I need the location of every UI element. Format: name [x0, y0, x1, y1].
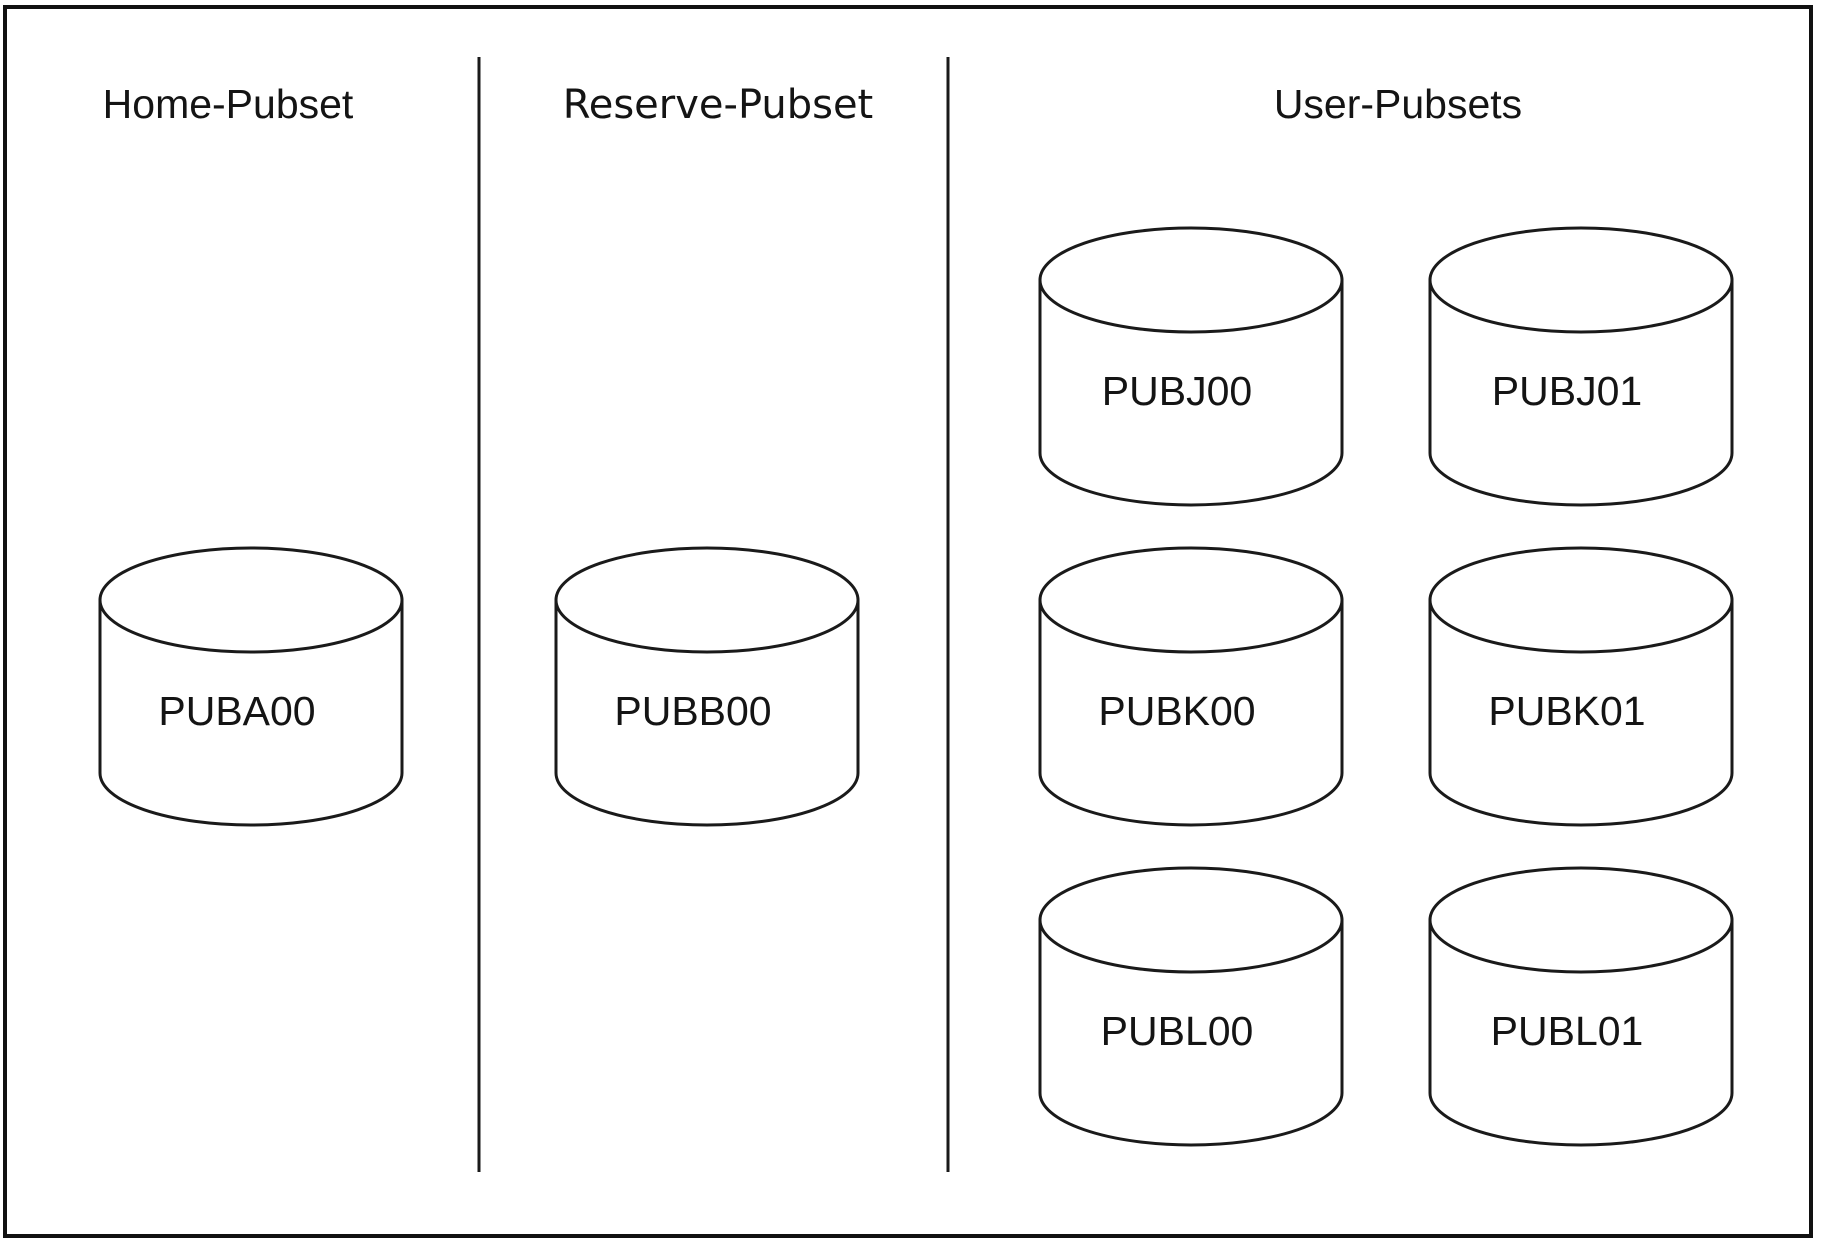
disk-body: [98, 598, 404, 827]
disk-pubk00: PUBK00: [1038, 546, 1344, 827]
disk-label: PUBJ00: [1102, 368, 1252, 414]
disk-pubj00: PUBJ00: [1038, 226, 1344, 507]
disk-label: PUBJ01: [1492, 368, 1642, 414]
disk-top: [1038, 226, 1344, 334]
disk-pubb00: PUBB00: [554, 546, 860, 827]
disk-top: [1428, 226, 1734, 334]
disk-label: PUBK00: [1098, 688, 1255, 734]
disk-body: [1038, 598, 1344, 827]
disk-body: [1038, 918, 1344, 1147]
disk-label: PUBL01: [1491, 1008, 1644, 1054]
heading-user-pubsets: User-Pubsets: [1274, 81, 1522, 127]
disk-top: [1038, 866, 1344, 974]
disk-label: PUBA00: [158, 688, 315, 734]
disk-body: [1428, 598, 1734, 827]
disk-pubj01: PUBJ01: [1428, 226, 1734, 507]
heading-home-pubset: Home-Pubset: [103, 81, 354, 127]
disk-body: [1038, 278, 1344, 507]
heading-reserve-pubset: Reserve-Pubset: [563, 82, 874, 128]
disk-body: [1428, 918, 1734, 1147]
disk-label: PUBB00: [614, 688, 771, 734]
disk-top: [1428, 546, 1734, 654]
disk-top: [1428, 866, 1734, 974]
disk-top: [98, 546, 404, 654]
disk-top: [1038, 546, 1344, 654]
disk-puba00: PUBA00: [98, 546, 404, 827]
disk-top: [554, 546, 860, 654]
outer-frame: [3, 5, 1813, 1238]
disk-pubk01: PUBK01: [1428, 546, 1734, 827]
disk-label: PUBL00: [1101, 1008, 1254, 1054]
disk-body: [1428, 278, 1734, 507]
disk-publ01: PUBL01: [1428, 866, 1734, 1147]
disk-publ00: PUBL00: [1038, 866, 1344, 1147]
disk-label: PUBK01: [1488, 688, 1645, 734]
disk-body: [554, 598, 860, 827]
